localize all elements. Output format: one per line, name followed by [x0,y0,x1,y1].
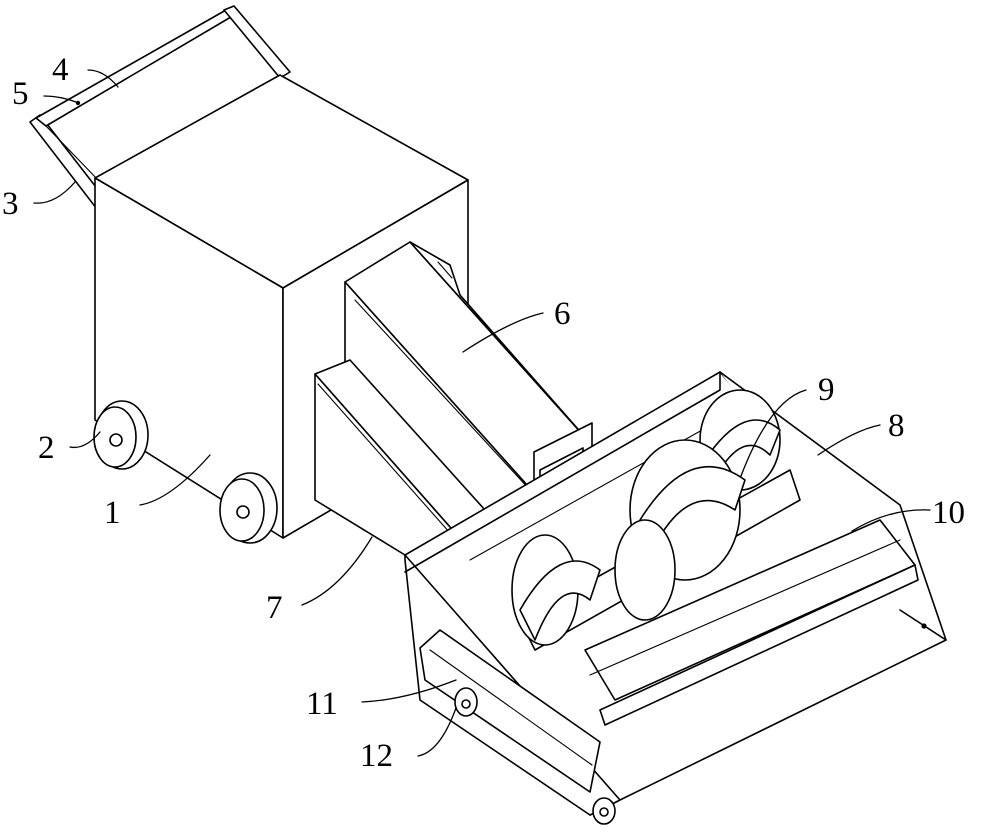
callout-7: 7 [266,590,283,626]
callout-9: 9 [818,372,835,408]
leader-11 [361,679,457,703]
leader-9 [740,389,807,477]
leader-12 [417,707,457,757]
small-wheel-front [454,687,478,717]
callout-11: 11 [306,686,338,722]
leader-10 [851,509,931,532]
leader-8 [817,424,881,456]
side-plate [419,629,601,793]
callout-12: 12 [360,738,393,774]
duct-upper [344,241,593,566]
callout-3: 3 [2,186,19,222]
callout-5: 5 [12,76,29,112]
callout-10: 10 [932,495,965,531]
callout-6: 6 [554,296,571,332]
leader-7 [301,536,373,606]
handle-pin [75,100,81,106]
pivot-dot [921,623,927,629]
wheel-left [93,400,149,470]
callout-8: 8 [888,408,905,444]
leader-6 [462,312,544,353]
scraper-blade [584,519,919,726]
leader-1 [139,454,211,506]
callout-2: 2 [38,430,55,466]
leader-3 [33,181,76,204]
callout-1: 1 [104,495,121,531]
callout-4: 4 [52,52,69,88]
leader-2 [69,431,101,449]
leader-5 [43,95,77,103]
leader-4 [87,69,119,88]
wheel-right [219,472,278,544]
auger-screw [511,389,801,651]
small-wheel-rear [592,797,616,825]
